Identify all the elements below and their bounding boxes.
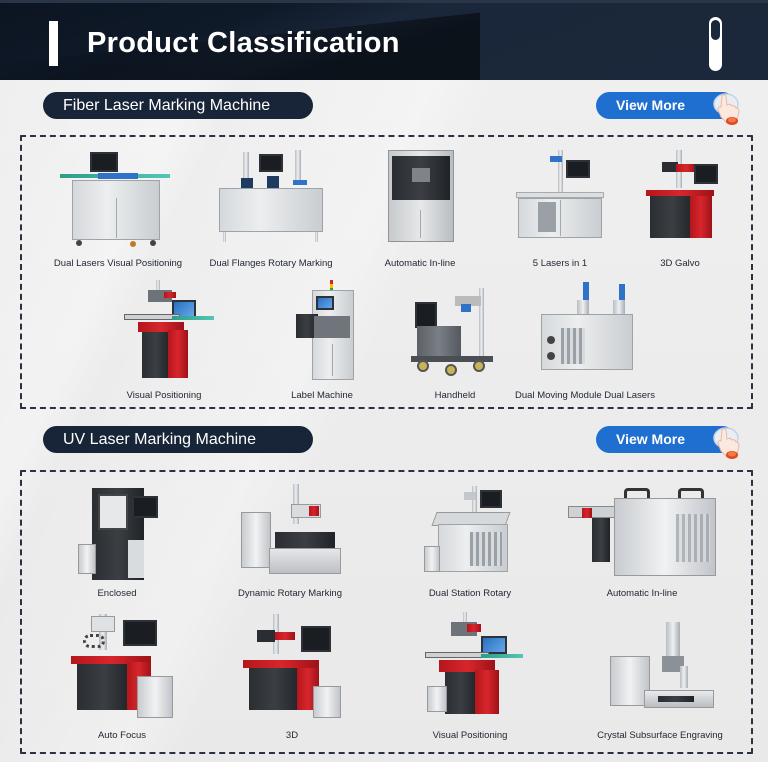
- section-title-fiber: Fiber Laser Marking Machine: [43, 92, 313, 119]
- product-card-3d[interactable]: 3D: [232, 612, 352, 746]
- machine-image: [72, 484, 162, 584]
- product-card-dual-moving-module-dual-lasers[interactable]: Dual Moving Module Dual Lasers: [515, 280, 655, 404]
- product-label: Dual Moving Module Dual Lasers: [515, 390, 655, 401]
- view-more-label: View More: [616, 97, 685, 113]
- product-card-dual-station-rotary[interactable]: Dual Station Rotary: [410, 484, 530, 604]
- product-card-uv-visual-positioning[interactable]: Visual Positioning: [410, 612, 530, 746]
- product-label: Auto Focus: [97, 730, 147, 741]
- uv-products-panel: [20, 470, 753, 754]
- scroll-thumb[interactable]: [711, 20, 720, 40]
- product-label: Enclosed: [97, 588, 137, 599]
- product-label: Crystal Subsurface Engraving: [597, 730, 723, 741]
- machine-image: [533, 280, 637, 384]
- machine-image: [235, 484, 345, 584]
- view-more-button-uv[interactable]: View More: [596, 426, 740, 459]
- product-label: 3D: [285, 730, 299, 741]
- product-label: Handheld: [434, 390, 476, 401]
- product-label: 5 Lasers in 1: [532, 258, 588, 269]
- machine-image: [422, 484, 518, 584]
- product-card-dynamic-rotary-marking[interactable]: Dynamic Rotary Marking: [225, 484, 355, 604]
- fiber-products-panel: [20, 135, 753, 409]
- scroll-indicator-icon[interactable]: [709, 17, 722, 71]
- page-header: Product Classification: [0, 0, 768, 80]
- machine-image: [415, 612, 525, 726]
- pointing-hand-icon: [713, 93, 740, 125]
- product-card-dual-flanges-rotary-marking[interactable]: Dual Flanges Rotary Marking: [203, 148, 339, 272]
- product-label: Label Machine: [291, 390, 353, 401]
- product-card-crystal-subsurface-engraving[interactable]: Crystal Subsurface Engraving: [590, 612, 730, 746]
- machine-image: [58, 148, 178, 248]
- machine-image: [409, 280, 501, 384]
- product-label: Dual Station Rotary: [428, 588, 512, 599]
- product-card-handheld[interactable]: Handheld: [405, 280, 505, 404]
- product-card-auto-focus[interactable]: Auto Focus: [62, 612, 182, 746]
- pointing-hand-icon: [713, 427, 740, 459]
- machine-image: [380, 148, 460, 248]
- machine-image: [564, 484, 720, 584]
- machine-image: [237, 612, 347, 726]
- header-top-border: [0, 0, 768, 3]
- product-label: Dual Lasers Visual Positioning: [53, 258, 183, 269]
- product-label: Visual Positioning: [432, 730, 508, 741]
- machine-image: [112, 280, 216, 384]
- product-label: Visual Positioning: [126, 390, 202, 401]
- view-more-button-fiber[interactable]: View More: [596, 92, 740, 125]
- product-label: Dual Flanges Rotary Marking: [209, 258, 333, 269]
- product-card-enclosed[interactable]: Enclosed: [62, 484, 172, 604]
- product-card-automatic-in-line[interactable]: Automatic In-line: [360, 148, 480, 272]
- product-card-visual-positioning[interactable]: Visual Positioning: [108, 280, 220, 404]
- machine-image: [282, 280, 362, 384]
- machine-image: [600, 612, 720, 726]
- machine-image: [67, 612, 177, 726]
- product-label: Automatic In-line: [606, 588, 678, 599]
- product-label: 3D Galvo: [660, 258, 700, 269]
- section-title-uv: UV Laser Marking Machine: [43, 426, 313, 453]
- product-card-label-machine[interactable]: Label Machine: [262, 280, 382, 404]
- machine-image: [640, 148, 720, 248]
- product-card-dual-lasers-visual-positioning[interactable]: Dual Lasers Visual Positioning: [48, 148, 188, 272]
- view-more-label: View More: [616, 431, 685, 447]
- page-title: Product Classification: [87, 27, 400, 59]
- product-label: Dynamic Rotary Marking: [238, 588, 342, 599]
- title-accent-bar: [49, 21, 58, 66]
- product-label: Automatic In-line: [384, 258, 456, 269]
- machine-image: [512, 148, 608, 248]
- machine-image: [215, 148, 327, 248]
- product-card-5-lasers-in-1[interactable]: 5 Lasers in 1: [505, 148, 615, 272]
- product-card-3d-galvo[interactable]: 3D Galvo: [630, 148, 730, 272]
- product-card-uv-automatic-in-line[interactable]: Automatic In-line: [562, 484, 722, 604]
